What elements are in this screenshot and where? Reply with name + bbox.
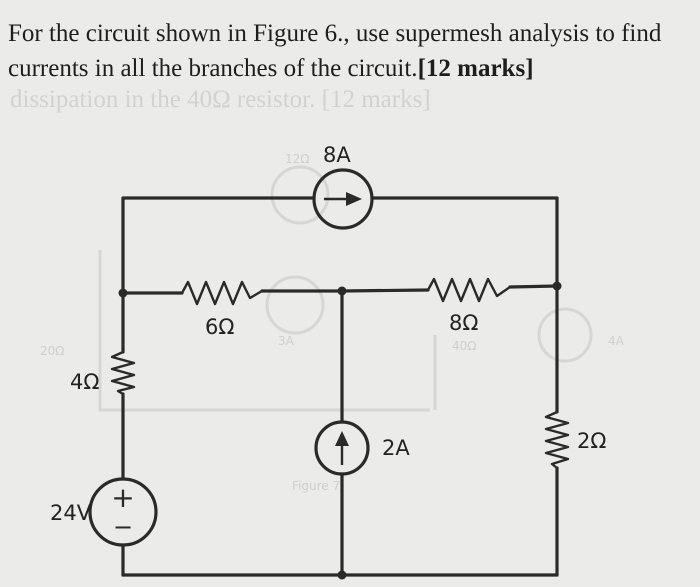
ghost-label-fig: Figure 7. — [292, 479, 344, 493]
wires — [121, 196, 559, 577]
question-marks: [12 marks] — [417, 55, 534, 82]
node-dot-bottom — [337, 570, 347, 580]
top-wire-right — [370, 196, 559, 288]
ghost-label-40: 40Ω — [452, 339, 476, 353]
label-8ohm: 8Ω — [449, 311, 478, 335]
label-2a: 2A — [382, 436, 410, 460]
mid-wire-8-to-right — [508, 284, 559, 289]
ghost-label-3a: 3A — [278, 334, 295, 348]
ghost-label-20: 20Ω — [40, 344, 64, 358]
bleed-through-figure: 20Ω 3A 40Ω 4A Figure 7. 12Ω — [40, 152, 625, 493]
label-24v: 24V — [50, 501, 92, 525]
ghost-label-4a: 4A — [608, 334, 625, 348]
voltage-source-24v: + − — [88, 477, 158, 547]
resistor-4ohm — [110, 350, 136, 396]
label-4ohm: 4Ω — [70, 370, 99, 394]
question-body: For the circuit shown in Figure 6., use … — [8, 20, 662, 82]
question-text: For the circuit shown in Figure 6., use … — [8, 16, 694, 86]
top-wire-left — [121, 196, 316, 295]
mid-wire-node-to-8 — [340, 288, 430, 293]
ghost-label-12: 12Ω — [285, 152, 309, 166]
resistor-2ohm — [544, 410, 570, 469]
plus-sign: + — [111, 481, 134, 514]
label-2ohm: 2Ω — [577, 429, 606, 453]
bleed-through-text: dissipation in the 40Ω resistor. [12 mar… — [10, 86, 431, 113]
label-8a: 8A — [323, 143, 351, 167]
resistor-6ohm — [180, 280, 263, 306]
minus-sign: − — [113, 513, 133, 541]
node-dot-center — [337, 286, 347, 296]
resistor-8ohm — [426, 277, 511, 303]
node-dot-right — [552, 281, 562, 291]
node-dot-left — [118, 288, 128, 298]
label-6ohm: 6Ω — [205, 315, 234, 339]
current-source-2a — [314, 420, 370, 476]
current-source-8a — [312, 168, 374, 230]
